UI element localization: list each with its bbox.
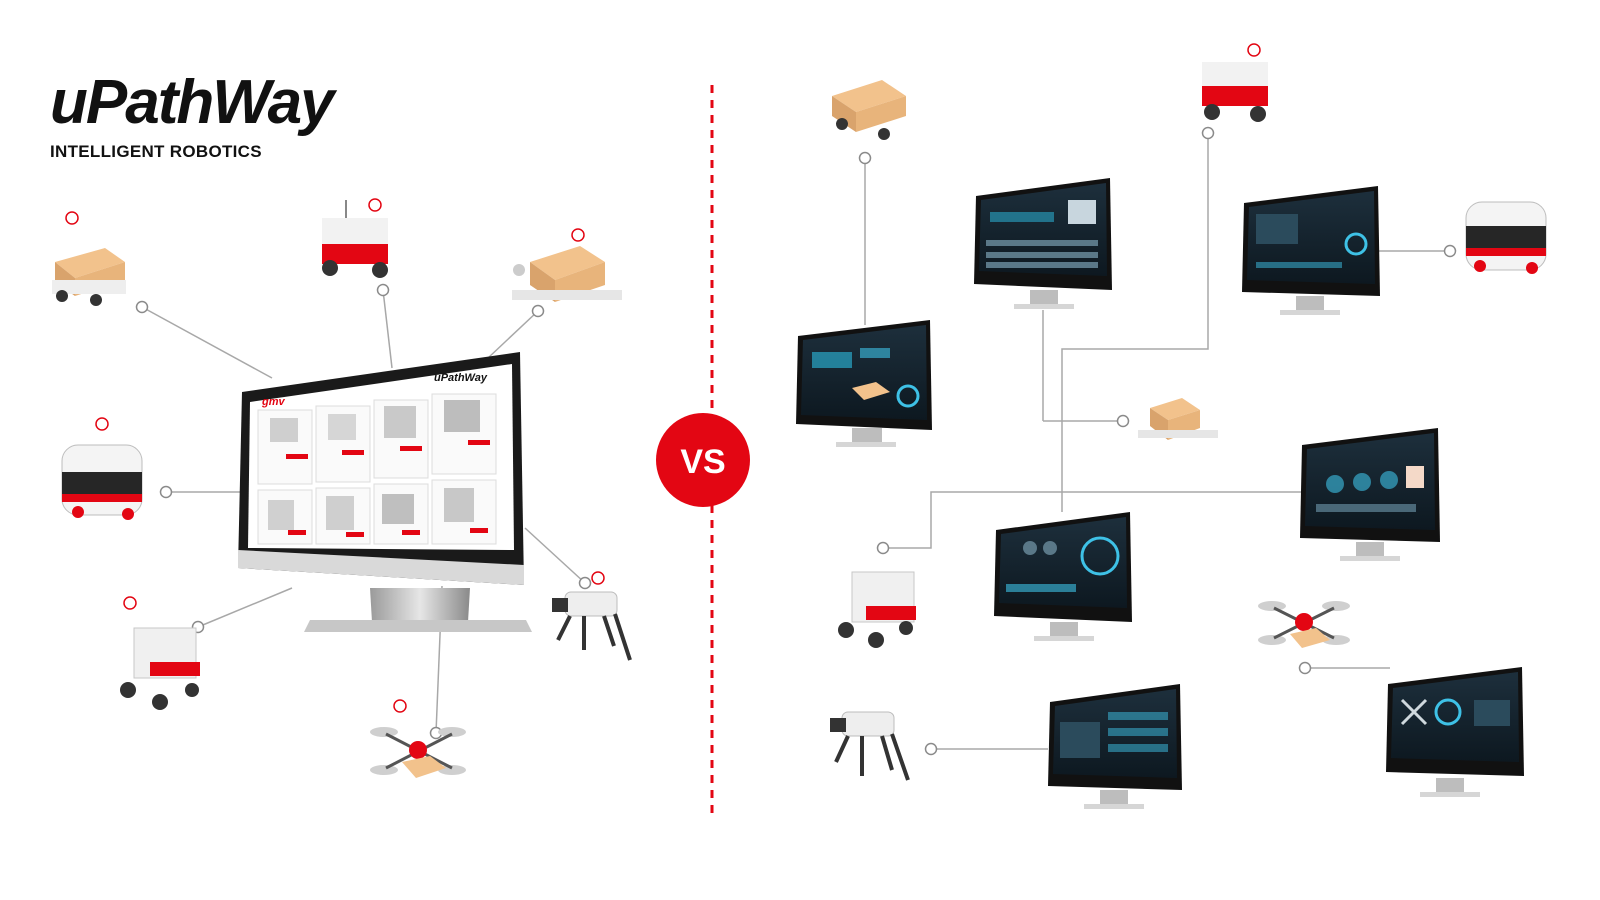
cargo-robot-box-icon [52,211,126,306]
pallet-robot-box-icon [1138,398,1218,440]
brand-logo: uPathWay INTELLIGENT ROBOTICS [50,68,335,162]
robot-card[interactable] [373,399,429,479]
robot-card[interactable] [257,489,313,545]
robot-card[interactable] [431,479,497,545]
vs-badge [656,413,750,507]
pallet-robot-box-icon [512,228,622,302]
delivery-drone-icon [370,699,466,778]
shuttle-bus-icon [1465,201,1547,274]
delivery-cart-robot-icon [838,571,916,648]
right-connector-dots [858,126,1457,756]
gmv-logo: gmv [261,396,286,408]
brand-tagline: INTELLIGENT ROBOTICS [50,142,262,161]
monitor-dashboard-gauges [994,512,1132,641]
monitor-dashboard-cargo [796,320,932,447]
brand-name: uPathWay [50,68,335,137]
monitor-dashboard-controls [1300,428,1440,561]
monitor-dashboard-drone [1386,667,1524,797]
central-monitor: gmv uPathWay [238,352,532,632]
cargo-robot-box-icon [832,80,906,140]
robot-card-grid [257,393,497,545]
red-delivery-robot-icon [322,198,388,278]
robot-card[interactable] [315,487,371,545]
monitor-dashboard-panels [1048,684,1182,809]
quadruped-robot-icon [552,571,632,661]
red-delivery-robot-icon [1202,43,1268,122]
left-connector-dots [135,283,592,740]
monitor-dashboard-tables [974,178,1112,309]
robot-card[interactable] [431,393,497,475]
quadruped-robot-icon [830,711,910,781]
monitor-dashboard-map [1242,186,1380,315]
robot-card[interactable] [373,483,429,545]
delivery-cart-robot-icon [120,596,200,710]
vs-label: VS [680,443,725,481]
robot-card[interactable] [315,405,371,483]
monitor-app-title: uPathWay [434,372,488,384]
right-connections [864,133,1450,750]
robot-card[interactable] [257,409,313,485]
shuttle-bus-icon [61,417,143,520]
delivery-drone-icon [1258,601,1350,648]
